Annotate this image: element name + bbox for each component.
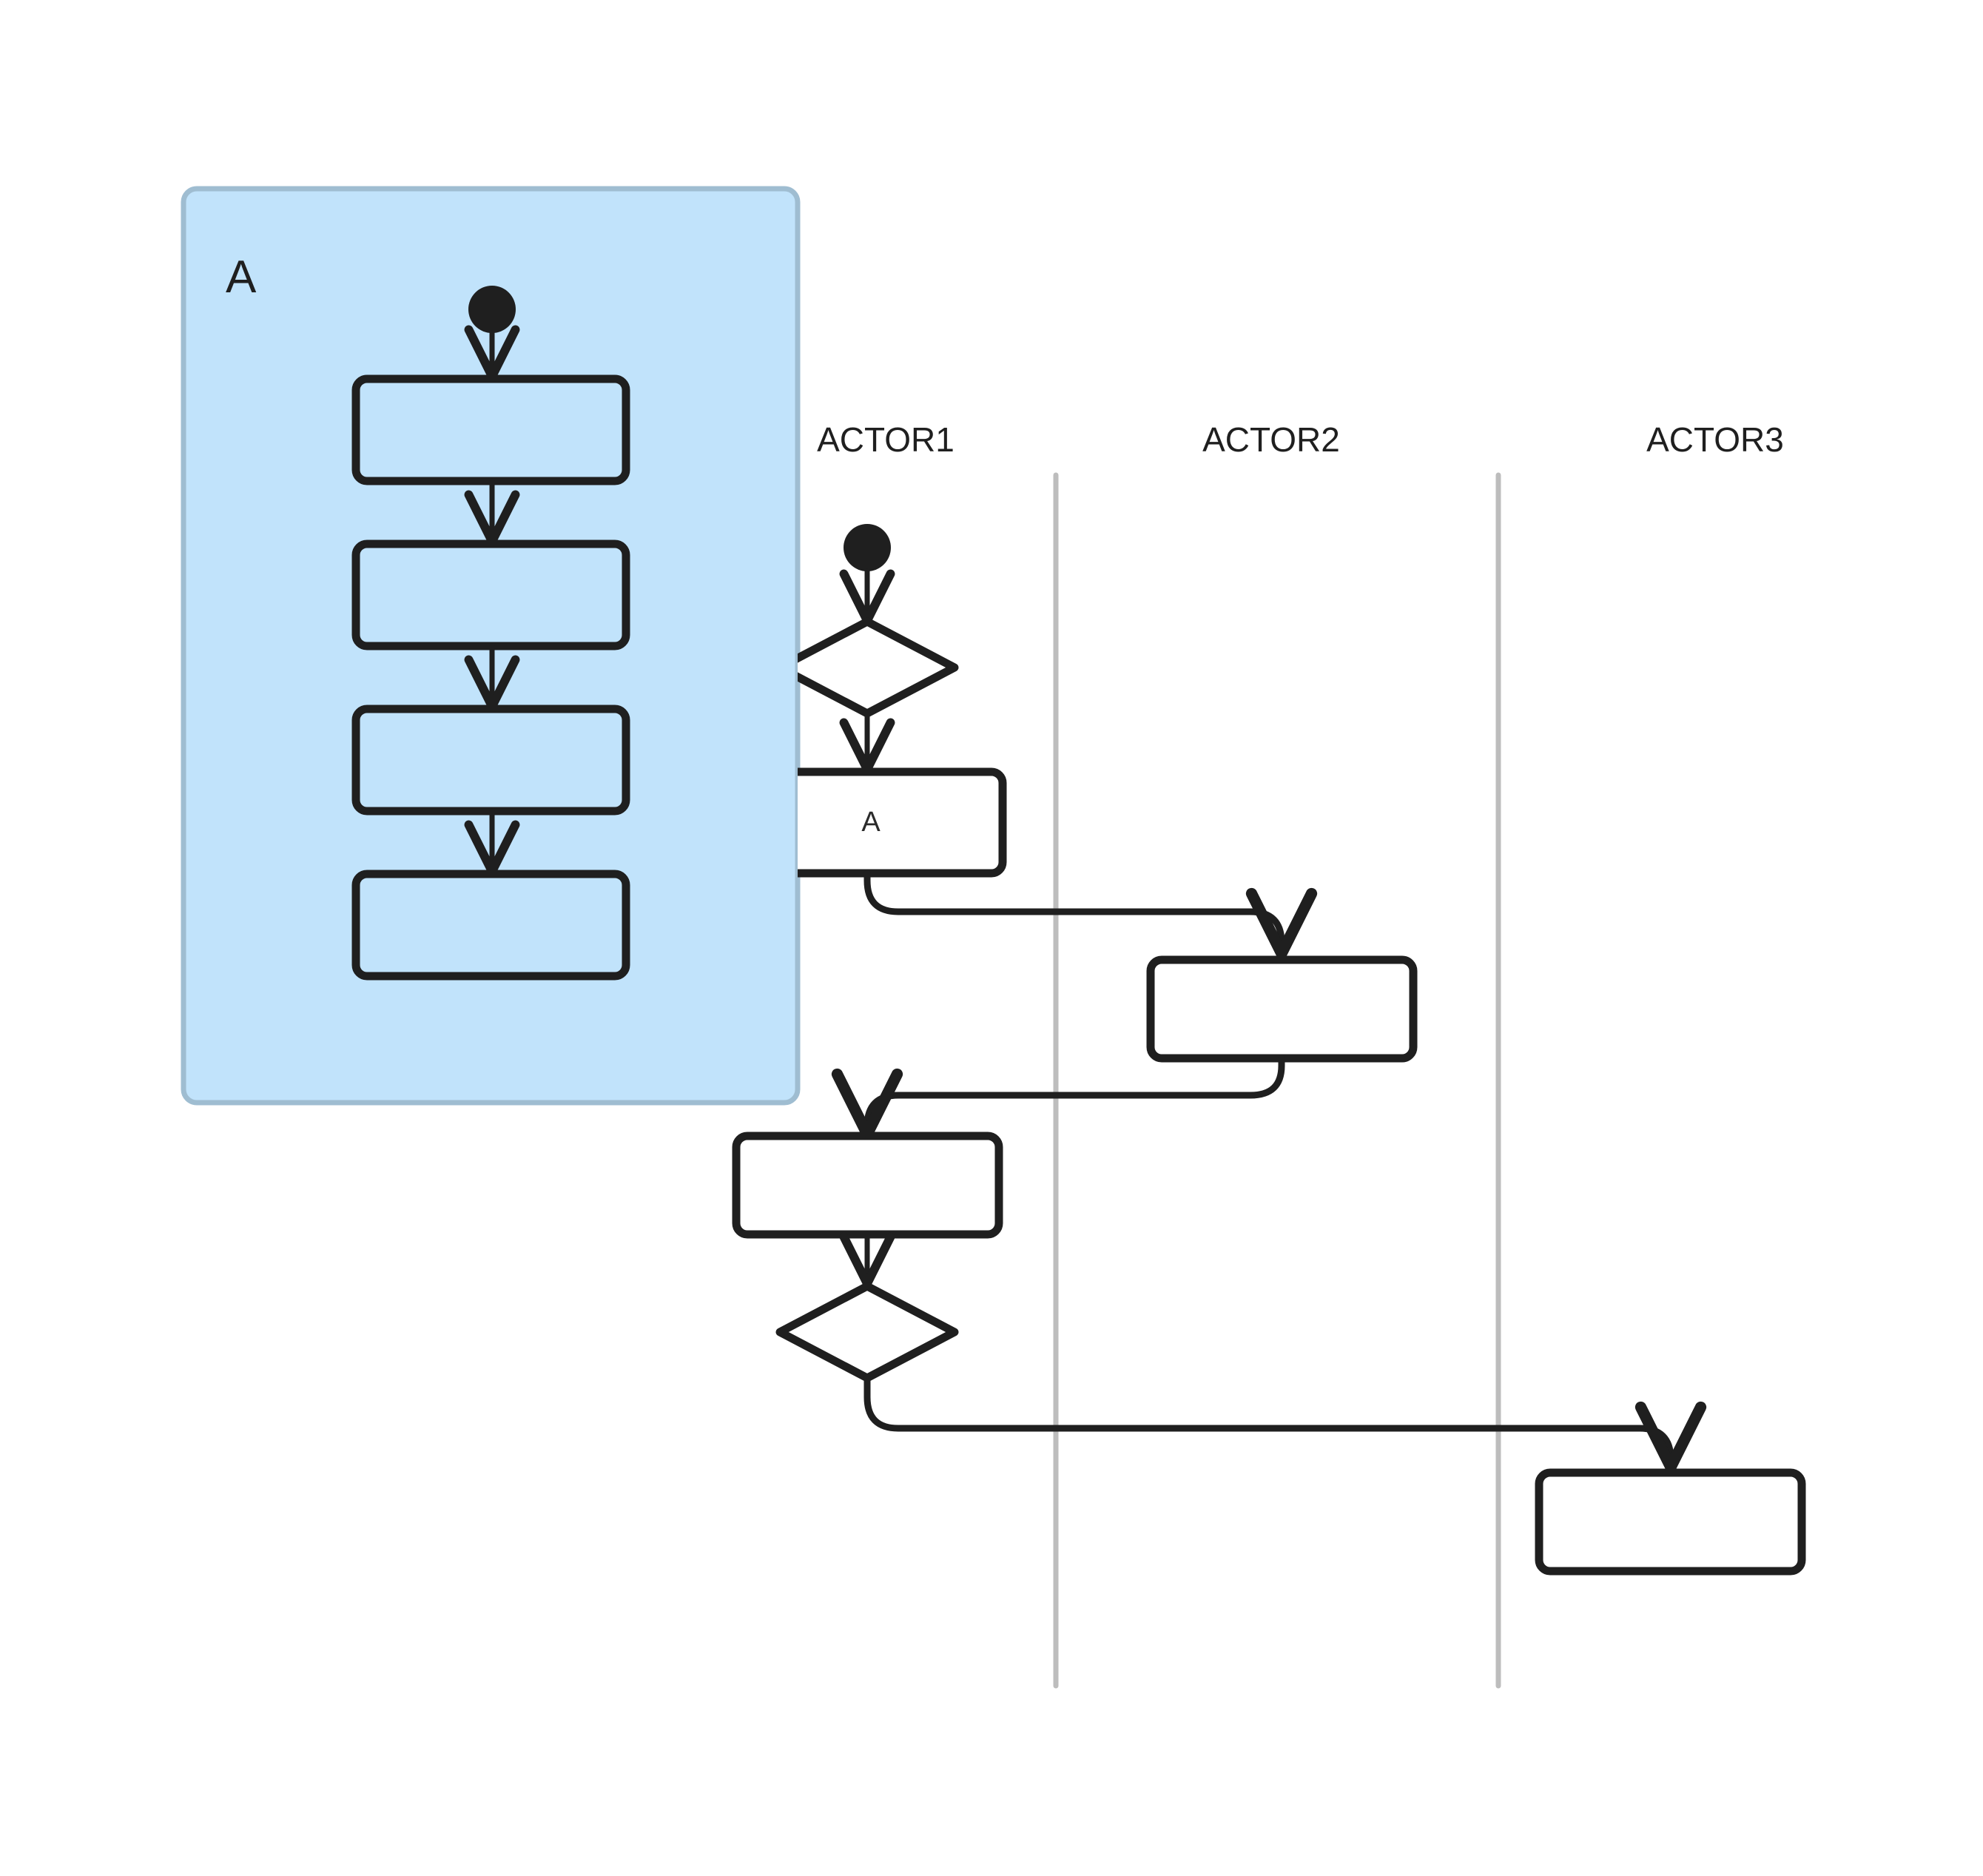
group-flow <box>351 286 630 981</box>
activity-box-a-label: A <box>861 807 881 838</box>
actor1-activity-box-2[interactable] <box>732 1132 1003 1239</box>
decision-diamond-1[interactable] <box>775 617 959 718</box>
flow-start-node[interactable] <box>844 524 891 571</box>
edge-activity-a-to-actor2-box <box>863 870 1318 960</box>
group-activity-box-4[interactable] <box>351 870 630 981</box>
lane-label-actor3: ACTOR3 <box>1646 420 1784 459</box>
main-flow: A <box>732 524 1806 1576</box>
group-start-node[interactable] <box>468 286 516 333</box>
actor3-activity-box[interactable] <box>1535 1468 1806 1576</box>
edge-decision2-to-actor3-box <box>863 1374 1707 1473</box>
decision-diamond-2[interactable] <box>775 1282 959 1382</box>
lane-headers: ACTOR1 ACTOR2 ACTOR3 <box>817 420 1784 459</box>
edge-actor2-box-to-actor1-box2 <box>831 1055 1285 1140</box>
lane-separators <box>1053 472 1501 1689</box>
group-activity-box-2[interactable] <box>351 539 630 650</box>
actor2-activity-box[interactable] <box>1146 955 1418 1063</box>
group-panel-label: A <box>226 252 257 303</box>
lane-label-actor1: ACTOR1 <box>817 420 955 459</box>
lane-label-actor2: ACTOR2 <box>1202 420 1340 459</box>
group-activity-box-1[interactable] <box>351 374 630 485</box>
group-activity-box-3[interactable] <box>351 705 630 816</box>
